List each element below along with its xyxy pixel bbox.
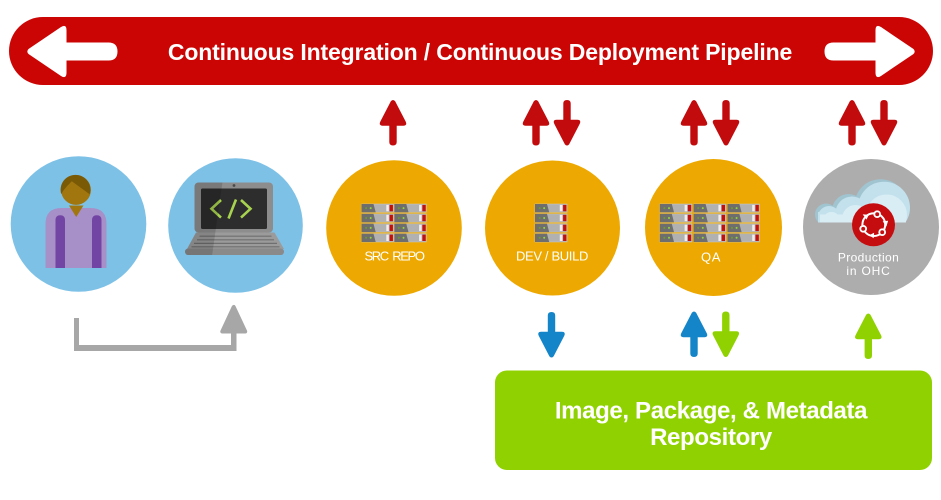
svg-text:DEV / BUILD: DEV / BUILD (516, 249, 588, 264)
svg-text:Repository: Repository (650, 424, 773, 451)
svg-text:Production: Production (838, 251, 899, 265)
svg-text:in OHC: in OHC (846, 264, 890, 278)
svg-text:Image, Package, & Metadata: Image, Package, & Metadata (555, 398, 868, 425)
svg-text:SRC REPO: SRC REPO (364, 249, 424, 264)
svg-text:Continuous Integration / Conti: Continuous Integration / Continuous Depl… (168, 39, 792, 65)
svg-text:QA: QA (701, 250, 721, 265)
